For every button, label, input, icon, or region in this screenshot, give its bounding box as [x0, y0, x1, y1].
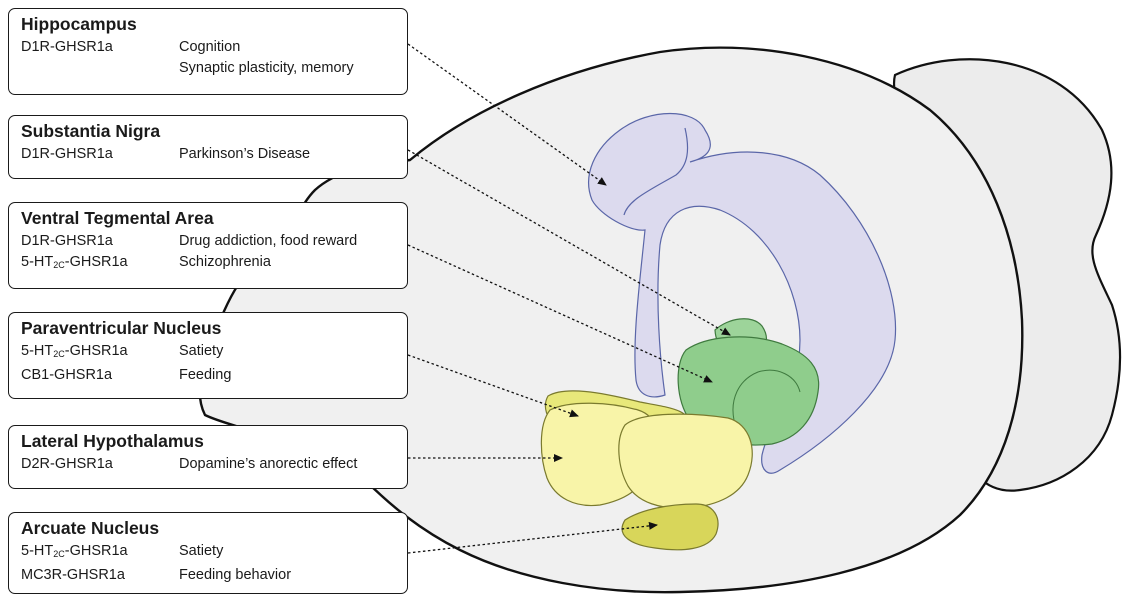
- paraventricular-nucleus-title: Paraventricular Nucleus: [21, 318, 407, 339]
- receptor-suffix: -GHSR1a: [65, 254, 128, 270]
- lh-row-1: D2R-GHSR1a Dopamine’s anorectic effect: [21, 454, 407, 475]
- ventral-tegmental-area-title: Ventral Tegmental Area: [21, 208, 407, 229]
- lateral-hypothalamus-title: Lateral Hypothalamus: [21, 431, 407, 452]
- vta-row-1: D1R-GHSR1a Drug addiction, food reward: [21, 231, 407, 252]
- receptor-subscript: 2C: [53, 549, 65, 559]
- receptor-subscript: 2C: [53, 349, 65, 359]
- hippocampus-row-1: D1R-GHSR1a Cognition: [21, 37, 407, 58]
- receptor-suffix: -GHSR1a: [65, 343, 128, 359]
- receptor-prefix: 5-HT: [21, 543, 53, 559]
- arc-row-2: MC3R-GHSR1a Feeding behavior: [21, 565, 407, 586]
- hippocampus-row-2: Synaptic plasticity, memory: [21, 58, 407, 79]
- function-label: Feeding behavior: [179, 565, 291, 586]
- function-label: Satiety: [179, 541, 223, 565]
- receptor-label: D1R-GHSR1a: [21, 231, 179, 252]
- receptor-subscript: 2C: [53, 260, 65, 270]
- arc-row-1: 5-HT2C-GHSR1a Satiety: [21, 541, 407, 565]
- receptor-label: 5-HT2C-GHSR1a: [21, 252, 179, 276]
- receptor-prefix: 5-HT: [21, 254, 53, 270]
- function-label: Parkinson’s Disease: [179, 144, 310, 165]
- receptor-label: MC3R-GHSR1a: [21, 565, 179, 586]
- receptor-label: D1R-GHSR1a: [21, 144, 179, 165]
- substantia-nigra-title: Substantia Nigra: [21, 121, 407, 142]
- receptor-label: 5-HT2C-GHSR1a: [21, 541, 179, 565]
- receptor-label: D2R-GHSR1a: [21, 454, 179, 475]
- function-label: Drug addiction, food reward: [179, 231, 357, 252]
- function-label: Feeding: [179, 365, 231, 386]
- receptor-label: D1R-GHSR1a: [21, 37, 179, 58]
- receptor-prefix: 5-HT: [21, 343, 53, 359]
- substantia-nigra-box: Substantia Nigra D1R-GHSR1a Parkinson’s …: [8, 115, 408, 179]
- function-label: Cognition: [179, 37, 240, 58]
- function-label: Synaptic plasticity, memory: [179, 58, 354, 79]
- arcuate-nucleus-title: Arcuate Nucleus: [21, 518, 407, 539]
- ventral-tegmental-area-box: Ventral Tegmental Area D1R-GHSR1a Drug a…: [8, 202, 408, 289]
- pvn-row-1: 5-HT2C-GHSR1a Satiety: [21, 341, 407, 365]
- pvn-row-2: CB1-GHSR1a Feeding: [21, 365, 407, 386]
- lateral-hypothalamus-lobe: [619, 414, 752, 508]
- lateral-hypothalamus-box: Lateral Hypothalamus D2R-GHSR1a Dopamine…: [8, 425, 408, 489]
- hippocampus-title: Hippocampus: [21, 14, 407, 35]
- function-label: Dopamine’s anorectic effect: [179, 454, 357, 475]
- substantia-nigra-row-1: D1R-GHSR1a Parkinson’s Disease: [21, 144, 407, 165]
- receptor-suffix: -GHSR1a: [65, 543, 128, 559]
- receptor-label: CB1-GHSR1a: [21, 365, 179, 386]
- vta-row-2: 5-HT2C-GHSR1a Schizophrenia: [21, 252, 407, 276]
- receptor-label: [21, 58, 179, 79]
- receptor-label: 5-HT2C-GHSR1a: [21, 341, 179, 365]
- function-label: Schizophrenia: [179, 252, 271, 276]
- arcuate-nucleus-box: Arcuate Nucleus 5-HT2C-GHSR1a Satiety MC…: [8, 512, 408, 594]
- hippocampus-box: Hippocampus D1R-GHSR1a Cognition Synapti…: [8, 8, 408, 95]
- paraventricular-nucleus-box: Paraventricular Nucleus 5-HT2C-GHSR1a Sa…: [8, 312, 408, 399]
- function-label: Satiety: [179, 341, 223, 365]
